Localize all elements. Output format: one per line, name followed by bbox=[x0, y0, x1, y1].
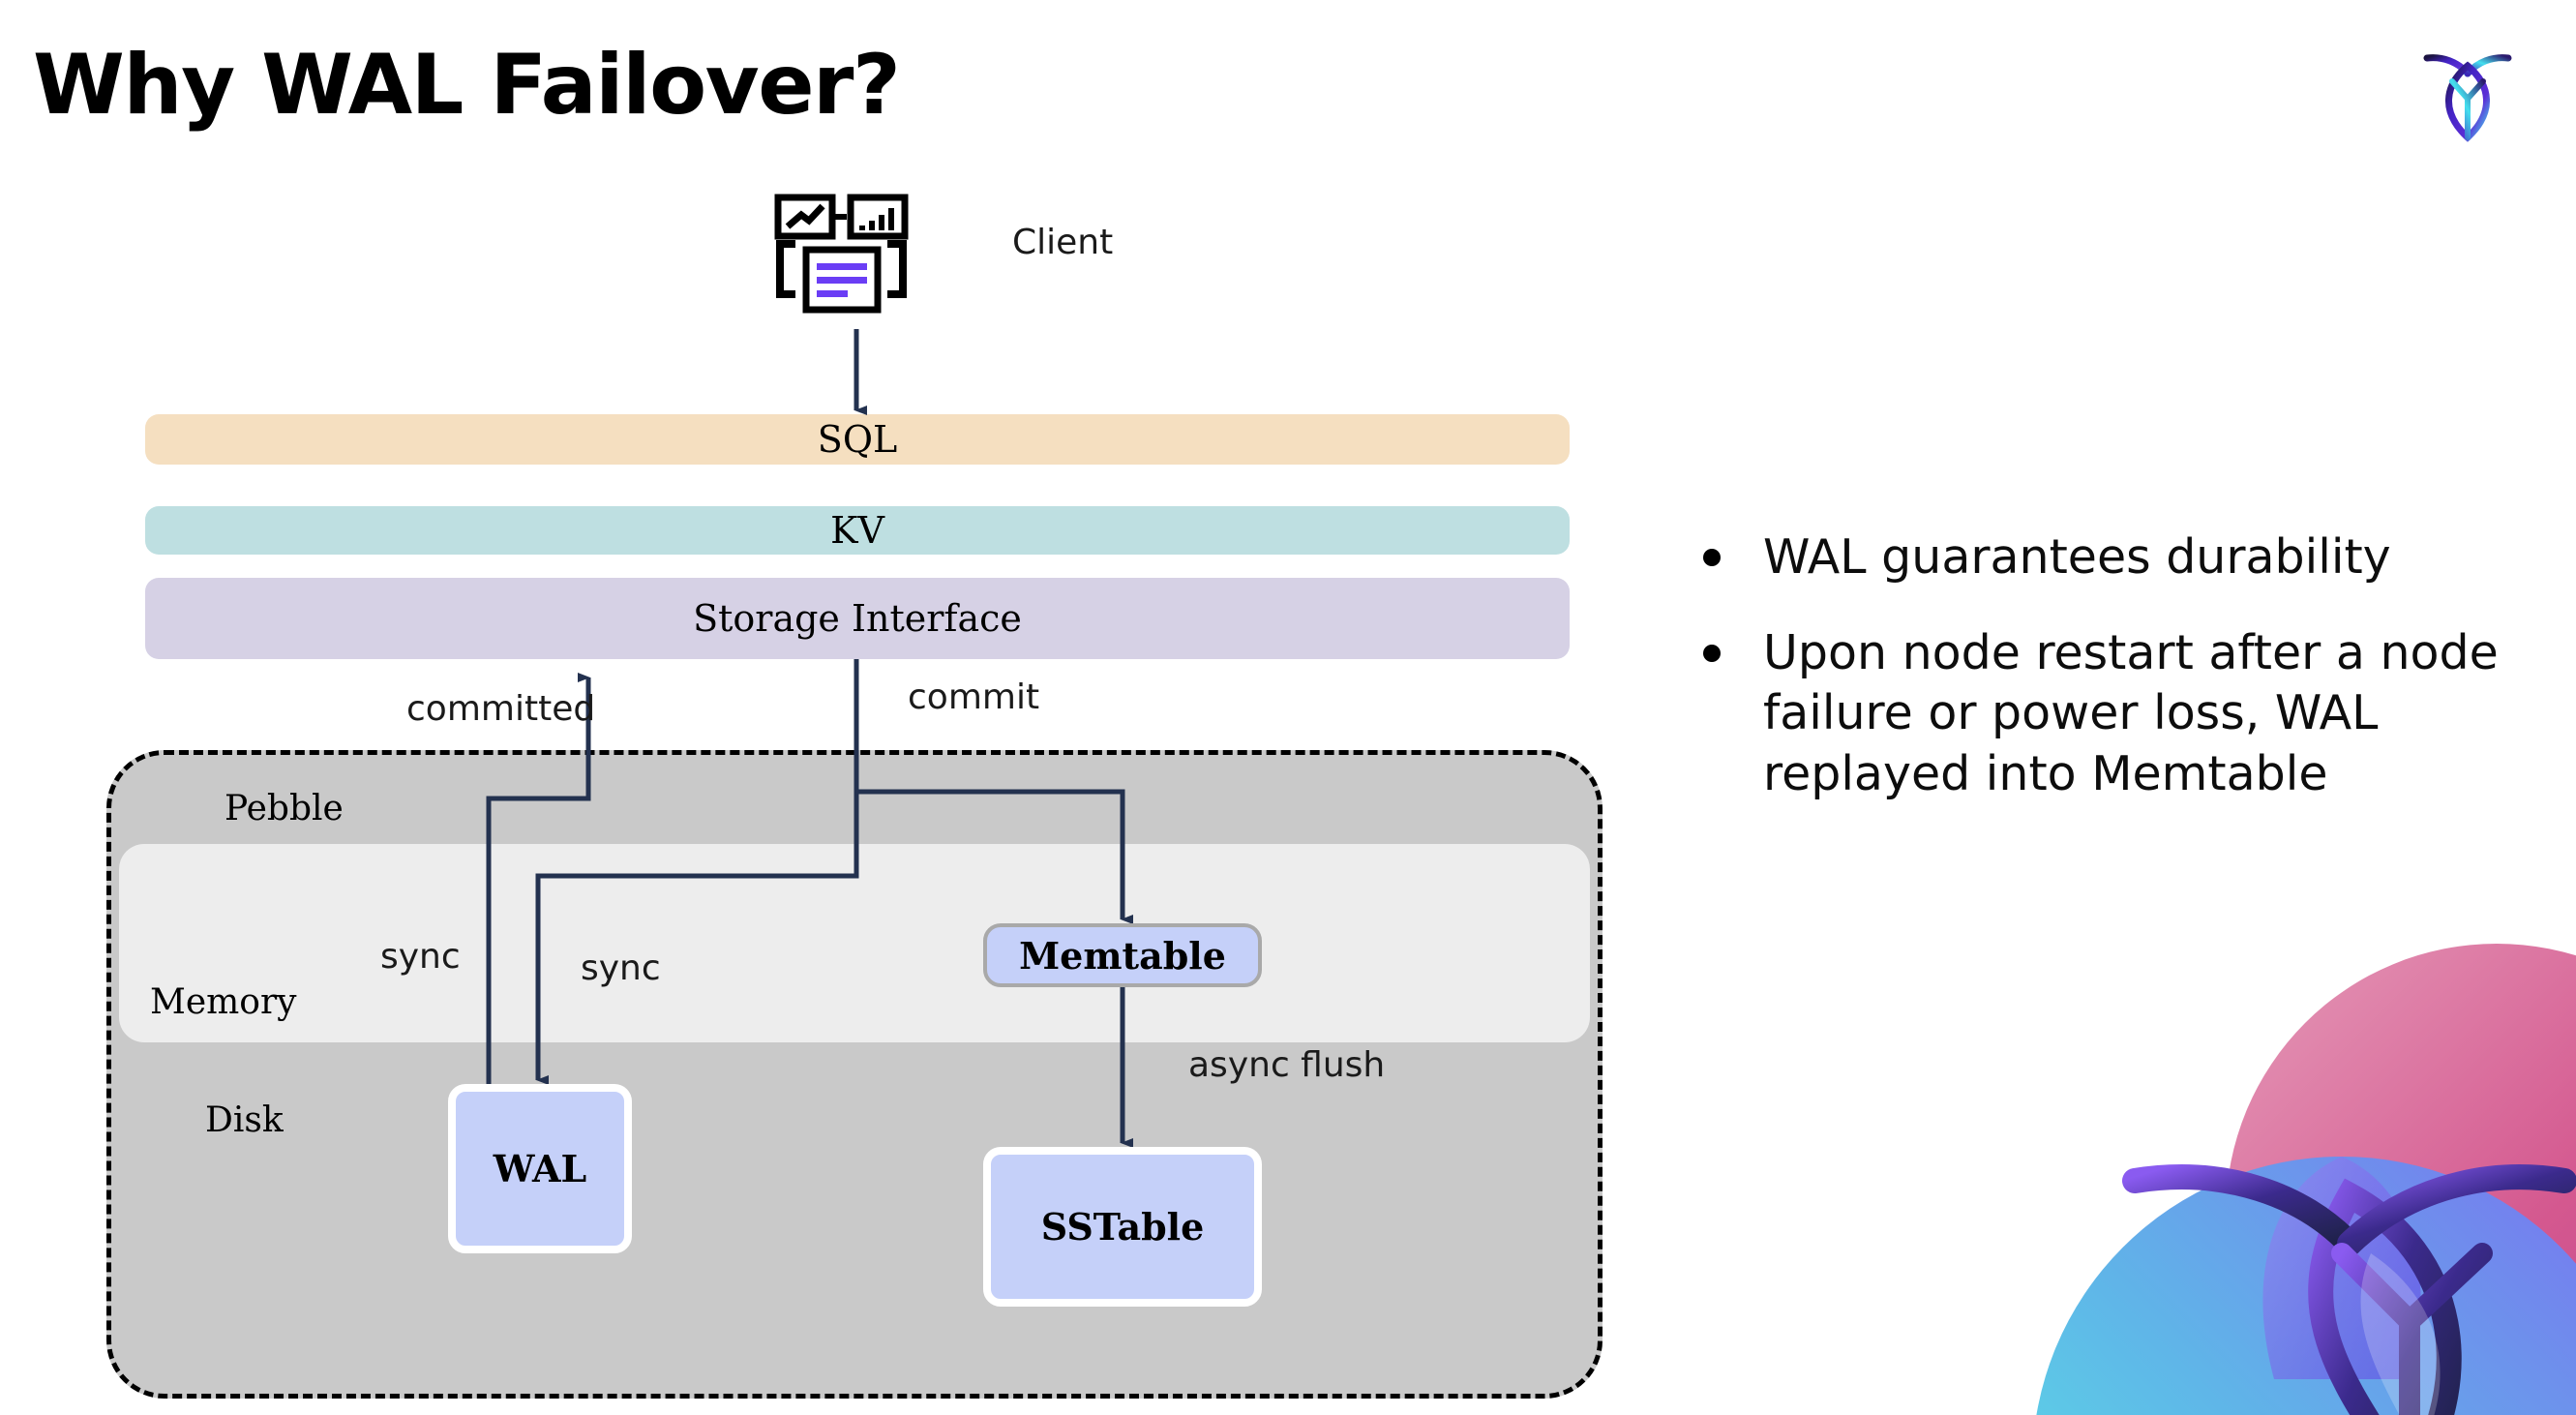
page-title: Why WAL Failover? bbox=[33, 37, 901, 134]
client-dashboard-icon bbox=[774, 194, 929, 329]
layer-bar-kv: KV bbox=[145, 506, 1570, 555]
edge-label-sync-left: sync bbox=[380, 937, 461, 977]
pebble-label: Pebble bbox=[225, 789, 344, 828]
node-sstable: SSTable bbox=[983, 1147, 1262, 1307]
memory-label: Memory bbox=[150, 982, 297, 1022]
layer-bar-storage-interface: Storage Interface bbox=[145, 578, 1570, 659]
bullet-dot-icon bbox=[1703, 644, 1721, 662]
disk-label: Disk bbox=[205, 1100, 284, 1140]
layer-label-kv: KV bbox=[830, 509, 884, 552]
list-item: Upon node restart after a node failure o… bbox=[1703, 623, 2506, 805]
memory-zone bbox=[119, 844, 1590, 1042]
bullet-list: WAL guarantees durability Upon node rest… bbox=[1703, 527, 2506, 840]
cockroachdb-decorative-art bbox=[1955, 924, 2576, 1415]
edge-label-sync-right: sync bbox=[581, 948, 661, 988]
list-item: WAL guarantees durability bbox=[1703, 527, 2506, 588]
layer-label-sql: SQL bbox=[817, 418, 898, 461]
bullet-text: Upon node restart after a node failure o… bbox=[1763, 624, 2499, 802]
edge-label-async-flush: async flush bbox=[1188, 1045, 1386, 1085]
architecture-diagram: Client SQL KV Storage Interface Pebble M… bbox=[106, 194, 1603, 1399]
layer-bar-sql: SQL bbox=[145, 414, 1570, 465]
bullet-dot-icon bbox=[1703, 549, 1721, 566]
node-label-wal: WAL bbox=[493, 1147, 587, 1190]
cockroachdb-logo-icon bbox=[2410, 37, 2526, 153]
edge-label-committed: committed bbox=[406, 689, 596, 729]
node-wal: WAL bbox=[448, 1084, 632, 1253]
node-label-sstable: SSTable bbox=[1040, 1205, 1205, 1249]
bullet-text: WAL guarantees durability bbox=[1763, 529, 2391, 585]
node-memtable: Memtable bbox=[983, 923, 1262, 987]
layer-label-storage-interface: Storage Interface bbox=[693, 597, 1022, 640]
node-label-memtable: Memtable bbox=[1019, 933, 1226, 978]
edge-label-commit: commit bbox=[908, 677, 1040, 717]
client-label: Client bbox=[1012, 223, 1114, 262]
